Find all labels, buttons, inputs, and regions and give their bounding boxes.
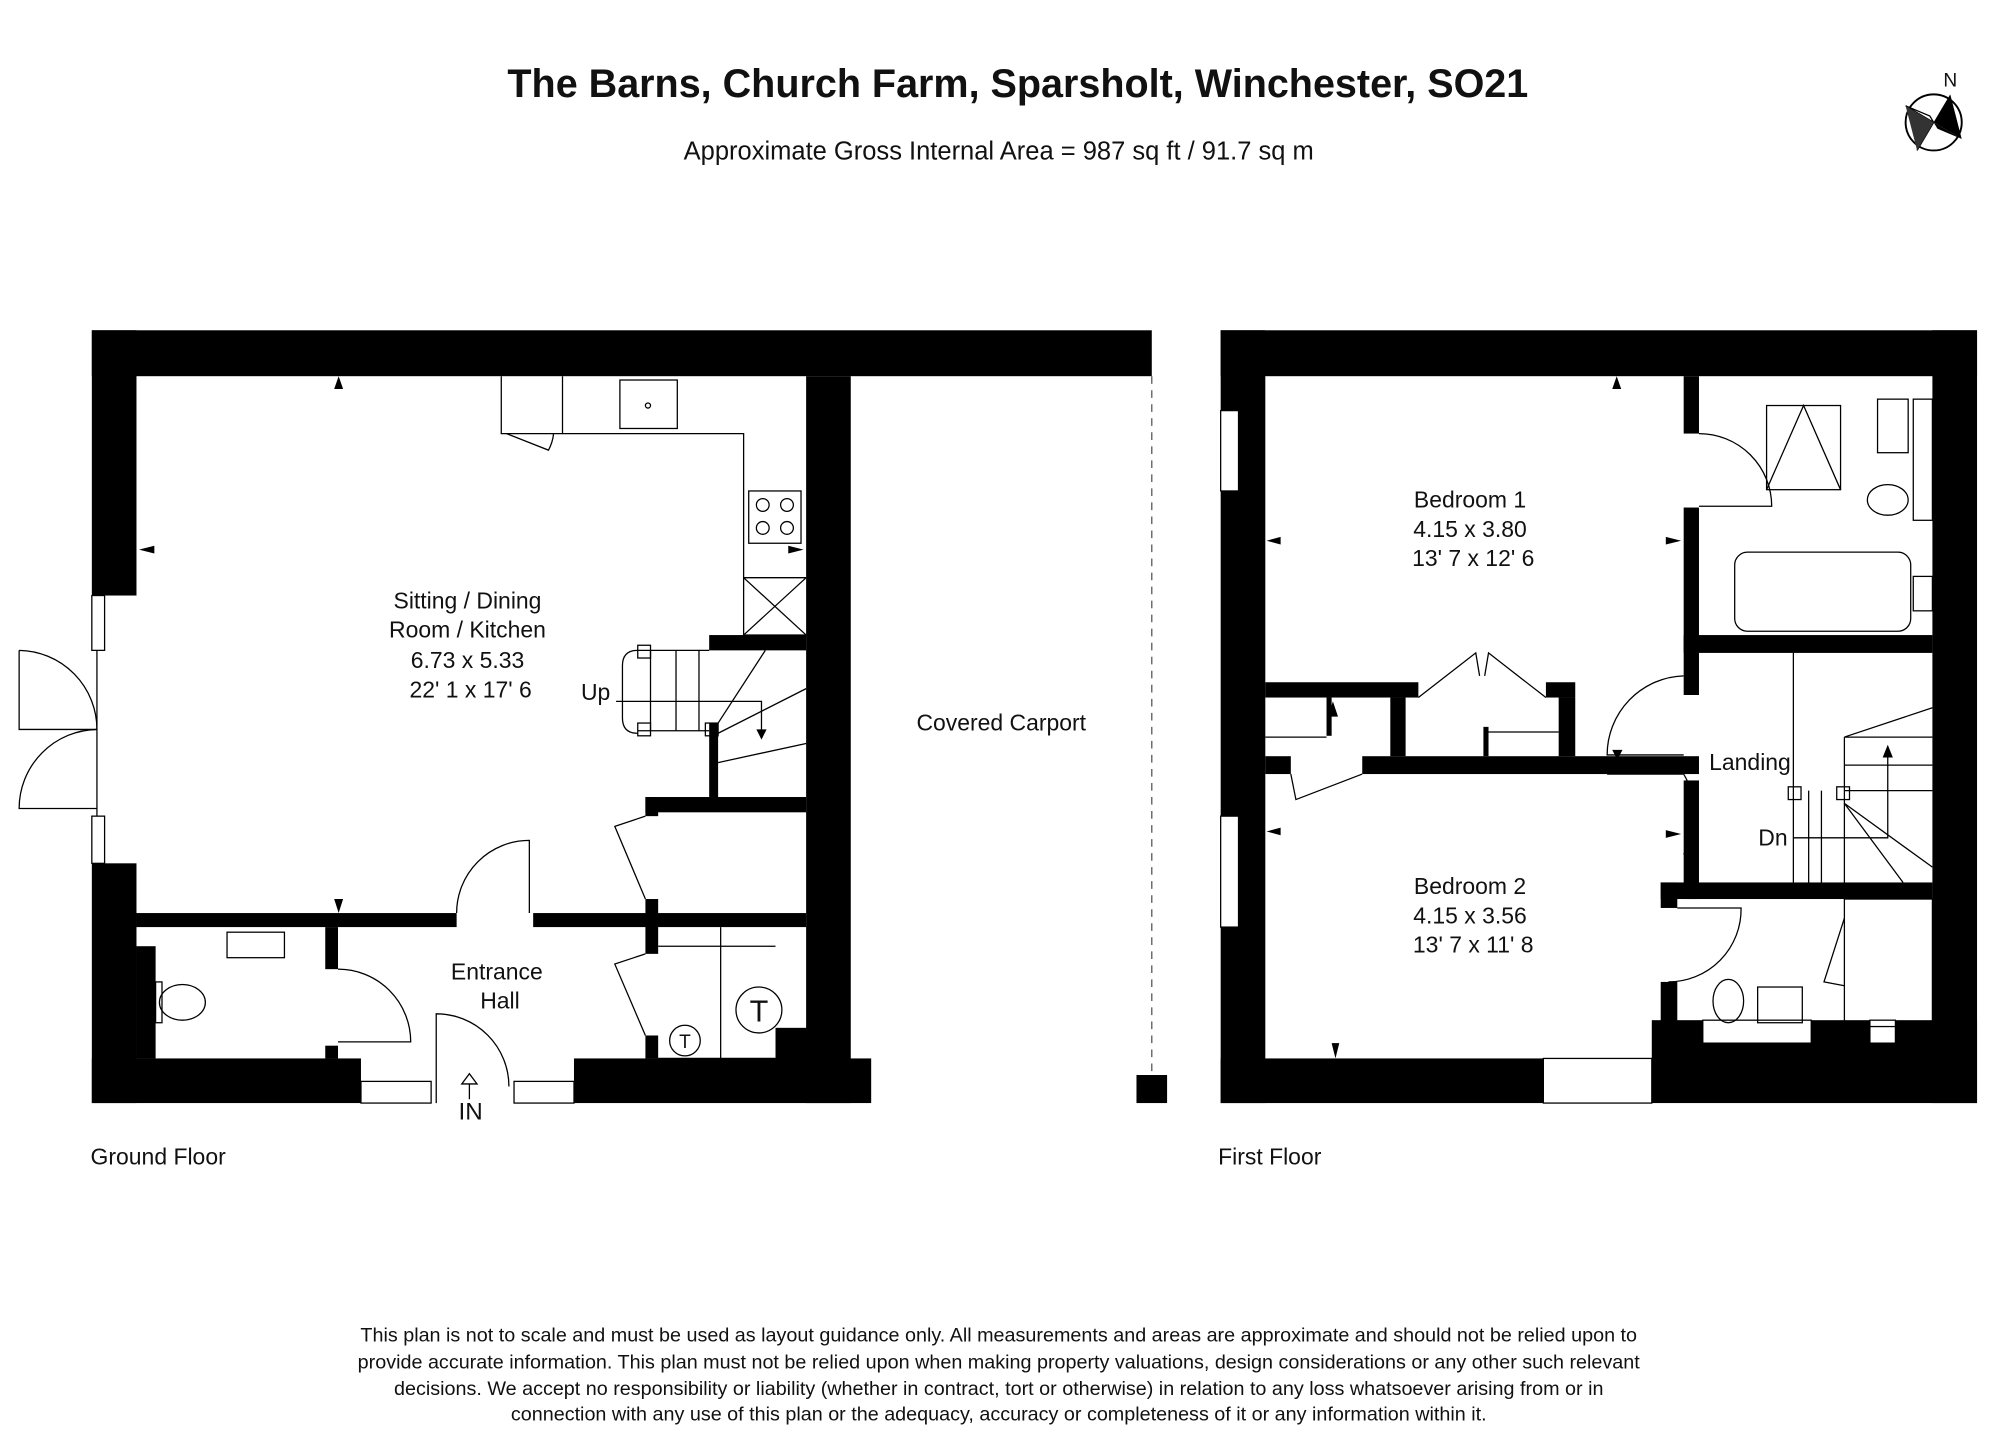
toilet-icon [1866,483,1909,516]
entrance-label: IN [459,1099,483,1126]
room-label-bedroom-1: Bedroom 1 4.15 x 3.80 13' 7 x 12' 6 [1412,487,1534,572]
bath-icon [1734,551,1912,632]
toilet-icon [1712,978,1745,1024]
plan-title: The Barns, Church Farm, Sparsholt, Winch… [507,62,1528,106]
first-floor-label: First Floor [1218,1143,1322,1169]
entrance-arrow-icon [460,1072,479,1100]
tank-label-large: T [750,994,769,1028]
disclaimer: This plan is not to scale and must be us… [358,1325,1641,1426]
ground-floor-plan: T T Sitting / Dining Room / Kitchen 6.73… [18,330,1168,1169]
ground-floor-label: Ground Floor [91,1143,227,1169]
window [1220,815,1240,928]
staircase-down [1787,652,1933,883]
disclaimer-line: decisions. We accept no responsibility o… [394,1378,1603,1400]
room-label-sitting-dining-kitchen: Sitting / Dining Room / Kitchen 6.73 x 5… [389,587,552,702]
basin-icon [1757,986,1803,1024]
compass-icon: N [1904,71,1963,152]
room-label-entrance-hall: Entrance Hall [451,958,549,1013]
disclaimer-line: provide accurate information. This plan … [358,1351,1641,1373]
staircase-up [616,644,807,764]
window [360,1080,432,1104]
french-doors [18,649,98,817]
area-subtitle: Approximate Gross Internal Area = 987 sq… [684,137,1314,165]
basin-icon [226,931,286,959]
first-floor-plan: Bedroom 1 4.15 x 3.80 13' 7 x 12' 6 Bedr… [1218,330,1978,1169]
tank-icon [669,1024,701,1057]
toilet-icon [158,983,206,1021]
sink-icon [619,379,678,430]
window [513,1080,575,1104]
disclaimer-line: connection with any use of this plan or … [511,1404,1487,1426]
hob-icon [748,490,802,544]
window [91,594,106,652]
room-label-bedroom-2: Bedroom 2 4.15 x 3.56 13' 7 x 11' 8 [1413,873,1534,958]
room-label-landing: Landing [1709,749,1791,775]
carport-label: Covered Carport [916,710,1086,736]
window [91,815,106,864]
shower-icon [1843,898,1934,1028]
window [1542,1057,1653,1104]
stairs-down-label: Dn [1758,824,1787,850]
window [1220,409,1240,492]
compass-north-label: N [1943,71,1957,92]
appliance-icon [743,577,807,636]
disclaimer-line: This plan is not to scale and must be us… [360,1325,1637,1347]
tank-label-small: T [679,1032,691,1053]
tank-icon [735,986,783,1034]
stairs-up-label: Up [581,679,610,705]
basin-icon [1876,398,1909,454]
